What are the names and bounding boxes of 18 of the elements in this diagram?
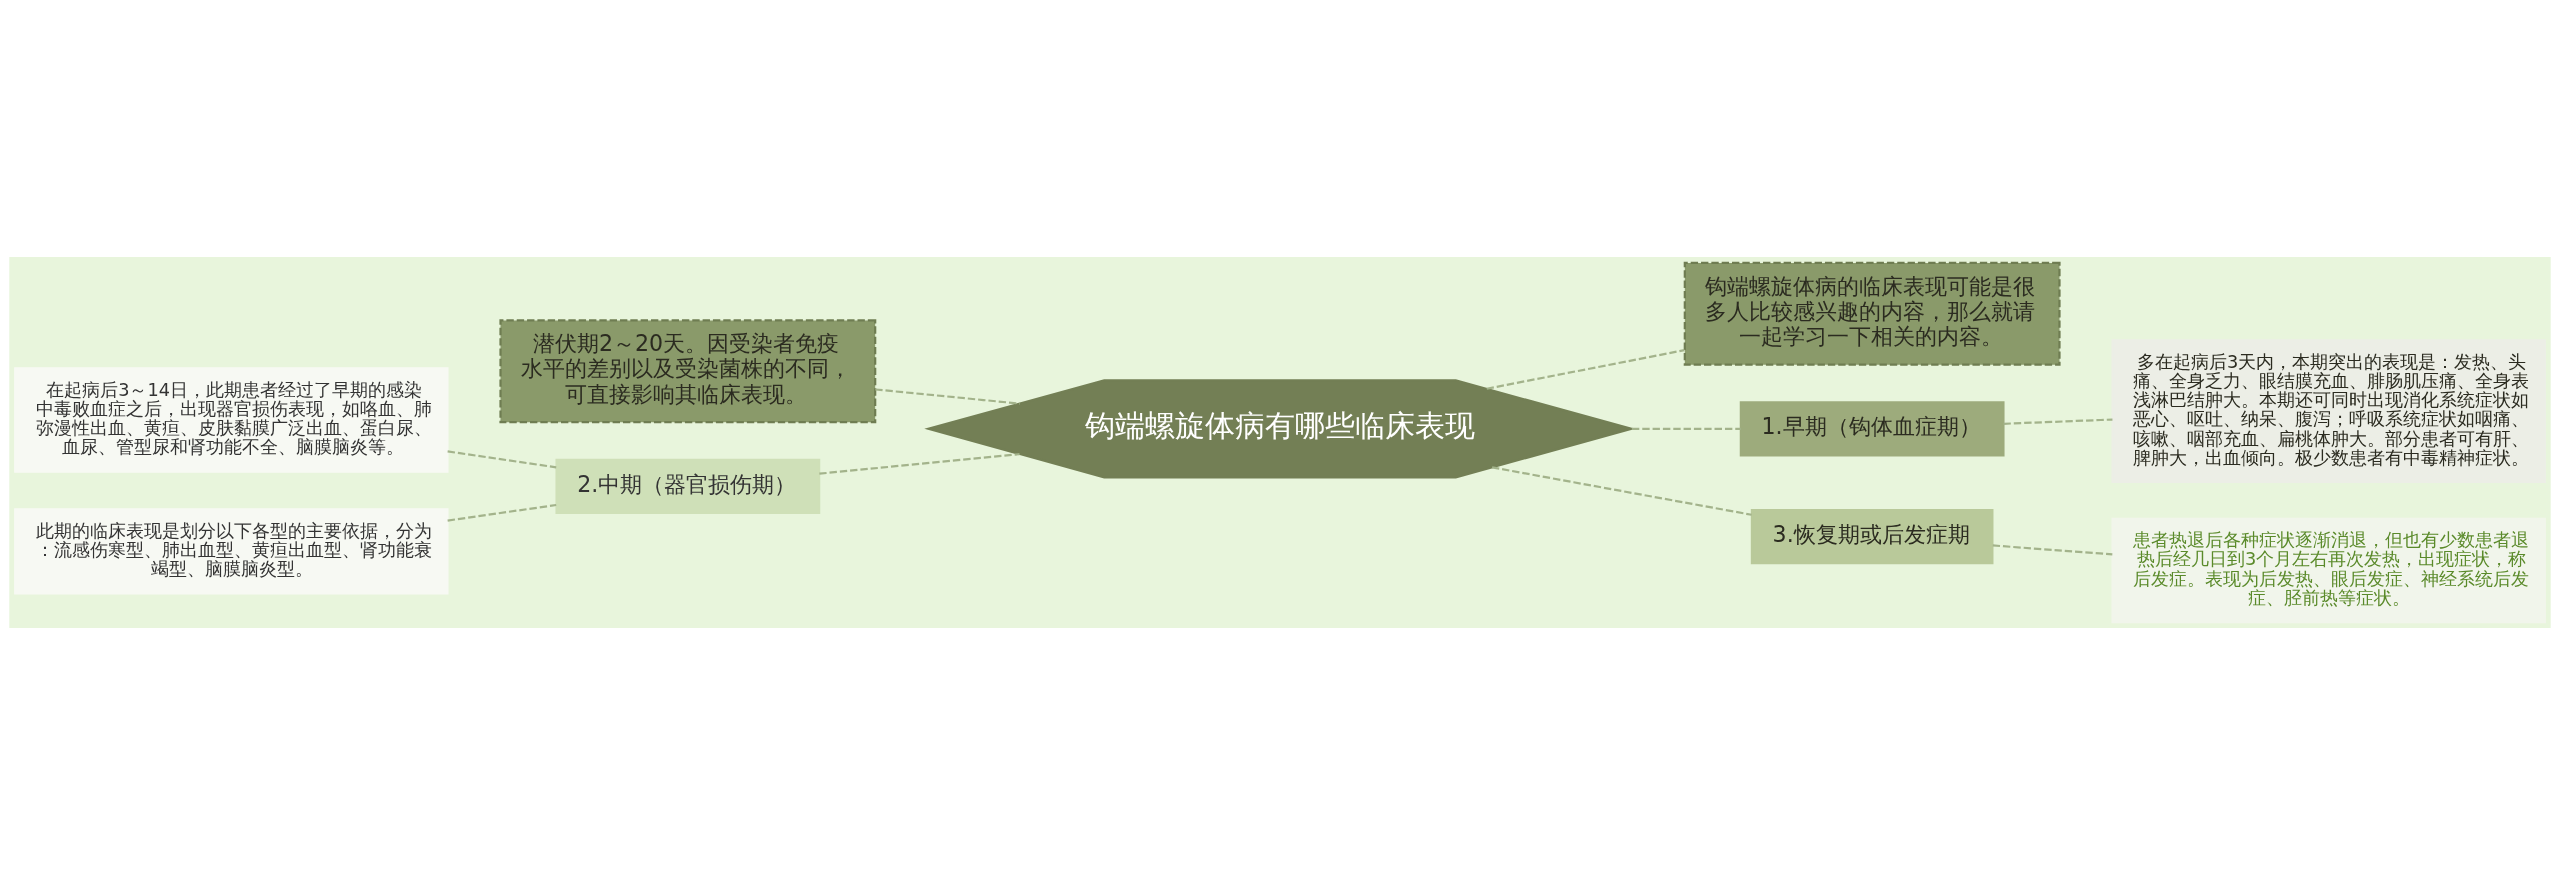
connector	[1491, 465, 1752, 516]
connector	[1992, 543, 2113, 555]
node-box: 1.早期（钩体血症期）	[1739, 400, 2005, 456]
connector	[447, 449, 557, 468]
node-box: 钩端螺旋体病的临床表现可能是很多人比较感兴趣的内容，那么就请一起学习一下相关的内容。	[1683, 261, 2061, 366]
node-box: 潜伏期2～20天。因受染者免疫水平的差别以及受染菌株的不同，可直接影响其临床表现。	[499, 318, 877, 423]
node-box: 在起病后3～14日，此期患者经过了早期的感染中毒败血症之后，出现器官损伤表现，如咯血、肺弥漫性出血、黄疸、皮肤黏膜广泛出血、蛋白尿、血尿、管型尿和肾功能不全、脑膜脑炎等。	[14, 366, 449, 473]
node-box: 此期的临床表现是划分以下各型的主要依据，分为：流感伤寒型、肺出血型、黄疸出血型、肾功能衰竭型、脑膜脑炎型。	[14, 507, 449, 594]
connector	[875, 387, 1020, 405]
node-box: 2.中期（器官损伤期）	[555, 458, 821, 514]
node-box: 患者热退后各种症状逐渐消退，但也有少数患者退热后经几日到3个月左右再次发热，出现症状，称后发症。表现为后发热、眼后发症、神经系统后发症、胫前热等症状。	[2111, 517, 2546, 623]
node-box: 多在起病后3天内，本期突出的表现是：发热、头痛、全身乏力、眼结膜充血、腓肠肌压痛、全身表浅淋巴结肿大。本期还可同时出现消化系统症状如恶心、呕吐、纳呆、腹泻；呼吸系统症状如咽痛、咳嗽、咽部充血、扁桃体肿大。部分患者可有肝、脾肿大，出血倾向。极少数患者有中毒精神症状。	[2111, 338, 2546, 483]
connector	[447, 503, 557, 522]
connector	[2003, 417, 2113, 425]
connector	[1486, 348, 1685, 390]
connector	[1631, 427, 1741, 430]
node-box: 3.恢复期或后发症期	[1750, 508, 1994, 564]
connector	[819, 452, 1020, 475]
